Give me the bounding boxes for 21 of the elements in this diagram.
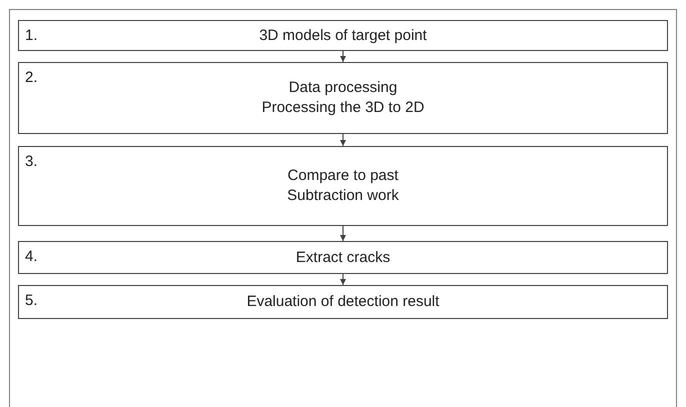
step-text: Data processing	[288, 78, 398, 98]
step-text: Subtraction work	[287, 186, 399, 206]
arrow	[340, 274, 346, 286]
process-box	[18, 146, 668, 226]
arrow	[340, 50, 346, 62]
step-number: 4.	[25, 248, 38, 266]
process-box	[18, 62, 668, 134]
process-box	[18, 20, 668, 51]
step-text: Evaluation of detection result	[246, 292, 440, 312]
step-number: 5.	[25, 292, 38, 310]
arrow	[340, 226, 346, 242]
process-box	[18, 241, 668, 274]
step-number: 1.	[25, 27, 38, 45]
step-text: 3D models of target point	[259, 26, 427, 46]
step-text: Processing the 3D to 2D	[262, 98, 424, 118]
step-text: Extract cracks	[296, 248, 390, 268]
step-number: 2.	[25, 69, 38, 87]
arrow	[340, 134, 346, 146]
step-number: 3.	[25, 153, 38, 171]
step-text: Compare to past	[288, 166, 398, 186]
process-box	[18, 285, 668, 319]
